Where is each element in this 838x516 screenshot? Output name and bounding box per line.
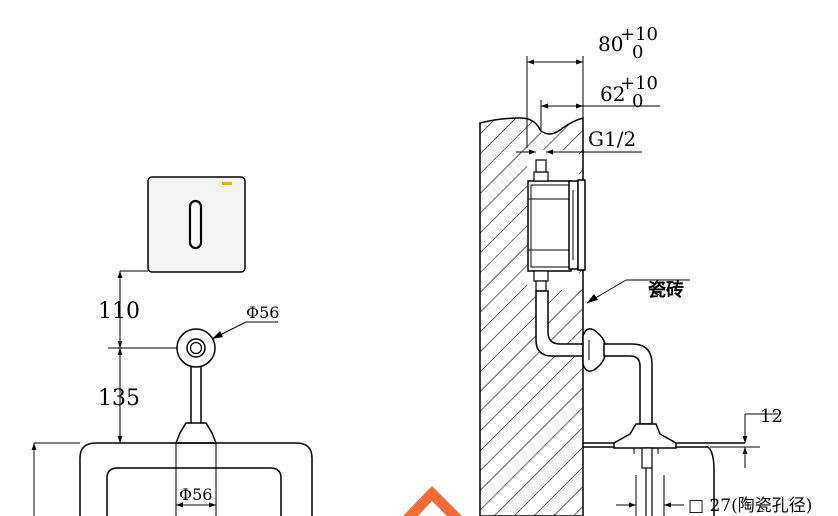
dim-135-label: 135: [98, 386, 140, 411]
depth-62-tol-lower: 0: [632, 91, 643, 112]
pipe-base-flange: [174, 422, 218, 444]
spout-pipe: [603, 343, 653, 425]
flange-diameter-label: Φ56: [246, 303, 279, 322]
spout-flange: [176, 328, 216, 368]
spout-base: [613, 423, 677, 449]
brand-logo-icon: [222, 182, 232, 185]
fixture-outer: [79, 442, 313, 516]
wall-escutcheon: [582, 328, 606, 372]
depth-80-tol-lower: 0: [632, 42, 643, 63]
side-section-view: 80 +10 0 62 +10 0 G1/2 瓷砖 12 □ 27(陶瓷孔径): [479, 24, 812, 516]
depth-62-base: 62: [600, 82, 625, 106]
fixture-inner: [106, 467, 282, 516]
fixture-hole-diameter-label: Φ56: [179, 485, 212, 504]
depth-80-tol-upper: +10: [620, 24, 658, 45]
ceramic-thickness-label: 12: [760, 406, 783, 427]
front-view: 110 135 Φ56 Φ56: [31, 176, 313, 516]
depth-62-tol-upper: +10: [620, 73, 658, 94]
ceramic-hole-label: □ 27(陶瓷孔径): [688, 496, 812, 516]
thread-size-label: G1/2: [588, 127, 636, 151]
sensor-plate: [147, 176, 246, 273]
depth-80-base: 80: [598, 32, 623, 56]
dim-110-label: 110: [98, 299, 140, 324]
watermark-icon: [403, 486, 462, 516]
ceramic-edge: [707, 446, 715, 516]
solenoid-valve-box: [527, 159, 586, 292]
sensor-window-icon: [188, 199, 203, 250]
tile-label: 瓷砖: [648, 279, 684, 301]
